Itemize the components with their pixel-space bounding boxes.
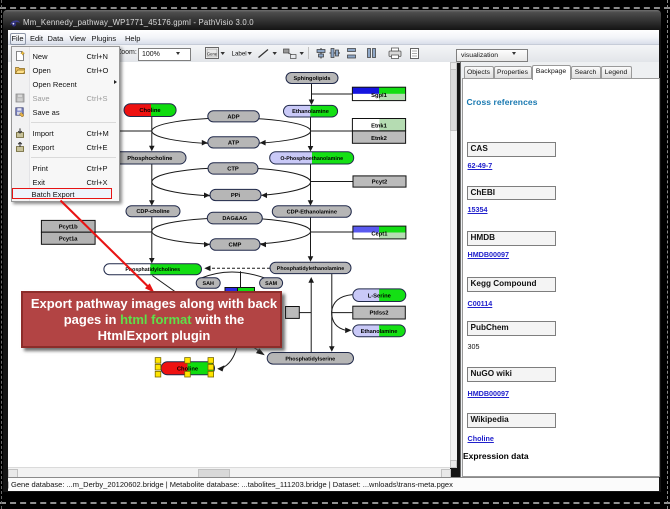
svg-text:CTP: CTP	[227, 166, 239, 173]
svg-text:CDP-Ethanolamine: CDP-Ethanolamine	[287, 208, 337, 215]
svg-text:Phosphatidylserine: Phosphatidylserine	[285, 356, 335, 362]
svg-text:Ptdss2: Ptdss2	[369, 310, 388, 317]
svg-text:SAH: SAH	[203, 281, 214, 287]
svg-text:Pcyt1b: Pcyt1b	[59, 223, 78, 230]
svg-text:Phosphatidylethanolamine: Phosphatidylethanolamine	[277, 266, 344, 272]
svg-text:Choline: Choline	[177, 365, 199, 372]
svg-text:Etnk2: Etnk2	[371, 135, 387, 142]
svg-text:Gene: Gene	[207, 51, 218, 56]
svg-text:O-Phosphoethanolamine: O-Phosphoethanolamine	[280, 156, 343, 162]
svg-text:Sgpl1: Sgpl1	[371, 92, 388, 99]
svg-text:ATP: ATP	[228, 140, 239, 146]
svg-text:ADP: ADP	[227, 114, 239, 120]
svg-text:Ethanolamine: Ethanolamine	[292, 108, 329, 115]
svg-text:CMP: CMP	[229, 242, 242, 249]
svg-text:Pcyt2: Pcyt2	[372, 179, 387, 186]
svg-text:Etnk1: Etnk1	[371, 122, 388, 129]
svg-text:DAG&AG: DAG&AG	[222, 216, 247, 222]
svg-text:PPi: PPi	[231, 192, 241, 199]
svg-text:Label: Label	[232, 51, 247, 58]
svg-text:L-Serine: L-Serine	[368, 292, 392, 299]
svg-text:Phosphocholine: Phosphocholine	[127, 155, 173, 162]
svg-text:Phosphatidylcholines: Phosphatidylcholines	[125, 267, 180, 273]
svg-text:Choline: Choline	[139, 107, 161, 114]
svg-text:SAM: SAM	[265, 281, 277, 287]
svg-text:CDP-choline: CDP-choline	[136, 208, 169, 215]
svg-text:Cept1: Cept1	[371, 230, 388, 237]
svg-text:Pcyt1a: Pcyt1a	[59, 236, 78, 242]
svg-text:Ethanolamine: Ethanolamine	[361, 328, 398, 335]
svg-text:Sphingolipids: Sphingolipids	[294, 75, 331, 82]
